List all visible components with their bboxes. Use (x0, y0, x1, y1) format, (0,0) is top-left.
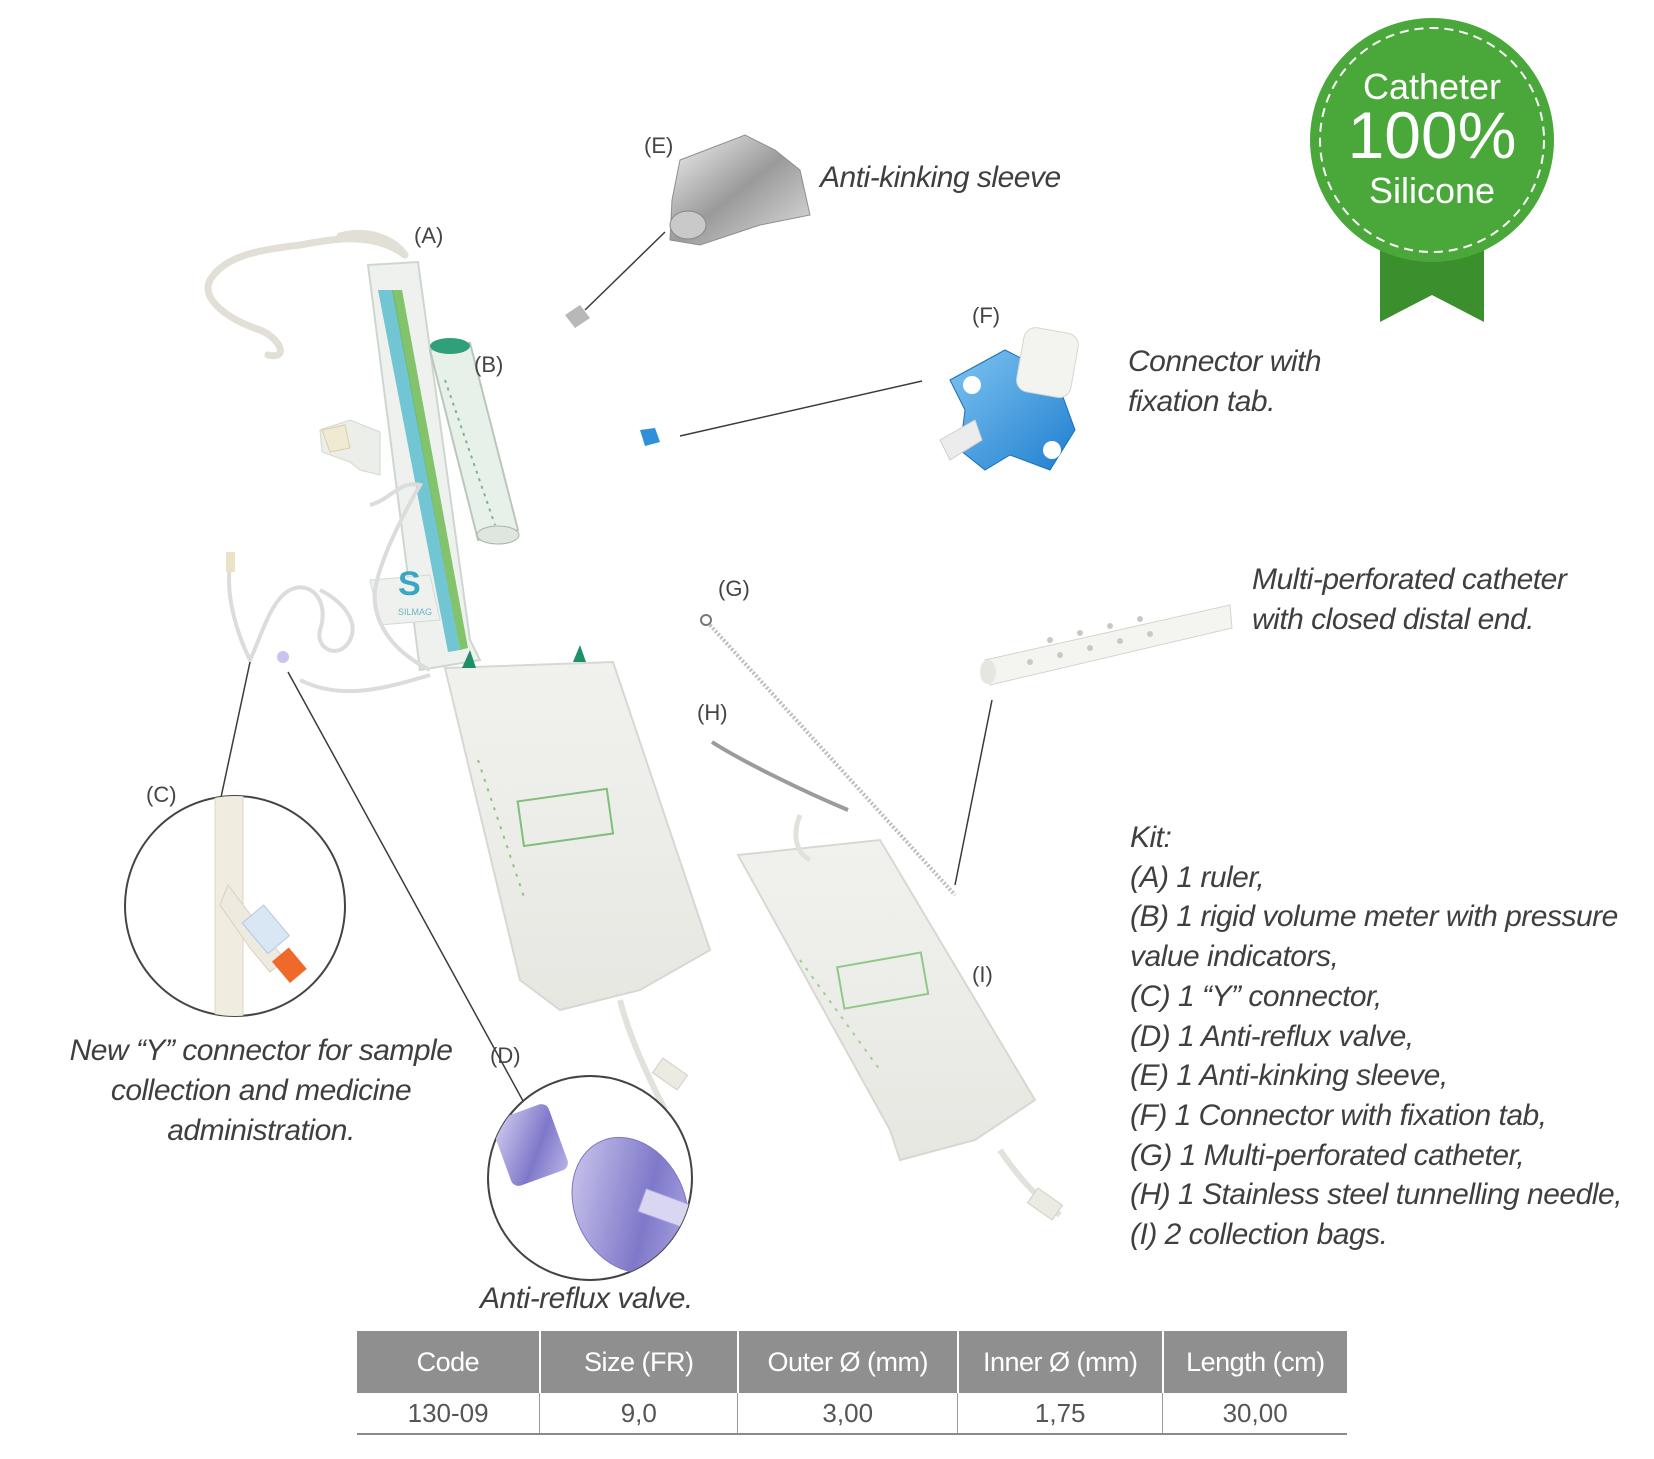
kit-item: (B) 1 rigid volume meter with pressure (1130, 900, 1618, 934)
table-row: 130-09 9,0 3,00 1,75 30,00 (357, 1393, 1347, 1435)
label-i: (I) (972, 962, 993, 987)
badge-line-3: Silicone (1368, 170, 1496, 211)
anti-reflux-valve-closeup (487, 1075, 693, 1281)
kit-item: (A) 1 ruler, (1130, 860, 1265, 894)
cell-inner-diameter: 1,75 (957, 1393, 1164, 1435)
spec-table: Code Size (FR) Outer Ø (mm) Inner Ø (mm)… (357, 1331, 1347, 1435)
cord (204, 229, 409, 360)
caption-y-connector-3: administration. (167, 1114, 355, 1147)
caption-y-connector-1: New “Y” connector for sample (69, 1034, 453, 1067)
kit-list: Kit: (A) 1 ruler, (B) 1 rigid volume met… (1130, 818, 1650, 1255)
badge-line-2: 100% (1347, 98, 1517, 172)
cell-code: 130-09 (357, 1393, 541, 1435)
label-d: (D) (490, 1043, 521, 1068)
label-f: (F) (972, 303, 1001, 328)
anti-kinking-sleeve (565, 134, 811, 328)
kit-item: (C) 1 “Y” connector, (1130, 979, 1382, 1013)
caption-catheter-2: with closed distal end. (1252, 603, 1535, 636)
multi-perforated-catheter (980, 604, 1233, 686)
label-g: (G) (718, 576, 750, 601)
label-b: (B) (474, 352, 504, 377)
kit-item: (I) 2 collection bags. (1130, 1218, 1388, 1252)
caption-catheter-1: Multi-perforated catheter (1252, 563, 1567, 596)
tunnelling-needle (710, 740, 849, 812)
kit-item: (F) 1 Connector with fixation tab, (1130, 1098, 1547, 1132)
label-e: (E) (644, 133, 674, 158)
fixation-connector (640, 327, 1079, 471)
catheter-wire (708, 623, 957, 897)
label-a: (A) (414, 223, 444, 248)
table-header-row: Code Size (FR) Outer Ø (mm) Inner Ø (mm)… (357, 1331, 1347, 1393)
cell-length: 30,00 (1162, 1393, 1347, 1435)
kit-item: value indicators, (1130, 940, 1339, 974)
ruler (319, 260, 482, 672)
kit-title: Kit: (1130, 821, 1172, 854)
kit-item: (H) 1 Stainless steel tunnelling needle, (1130, 1178, 1622, 1212)
header-size: Size (FR) (539, 1331, 739, 1393)
header-code: Code (357, 1331, 541, 1393)
header-outer-diameter: Outer Ø (mm) (737, 1331, 959, 1393)
volume-meter (428, 338, 520, 545)
badge-line-1: Catheter (1362, 66, 1502, 107)
y-connector-closeup (124, 795, 346, 1017)
kit-item: (D) 1 Anti-reflux valve, (1130, 1019, 1414, 1053)
kit-item: (G) 1 Multi-perforated catheter, (1130, 1138, 1525, 1172)
caption-anti-kinking: Anti-kinking sleeve (820, 161, 1061, 194)
cell-outer-diameter: 3,00 (737, 1393, 959, 1435)
kit-item: (E) 1 Anti-kinking sleeve, (1130, 1059, 1448, 1093)
tubing (227, 482, 431, 694)
ruler-logo: S (398, 565, 421, 603)
caption-y-connector-2: collection and medicine (110, 1074, 412, 1107)
ruler-brand: SILMAG (398, 607, 432, 617)
caption-anti-reflux: Anti-reflux valve. (480, 1282, 693, 1315)
caption-connector-2: fixation tab. (1128, 385, 1275, 418)
header-inner-diameter: Inner Ø (mm) (957, 1331, 1164, 1393)
header-length: Length (cm) (1162, 1331, 1347, 1393)
collection-bag-right (736, 814, 1064, 1221)
cell-size: 9,0 (539, 1393, 739, 1435)
silicone-badge (1310, 18, 1554, 322)
collection-bag-left (443, 645, 712, 1112)
label-h: (H) (697, 700, 728, 725)
label-c: (C) (146, 782, 177, 807)
caption-connector-1: Connector with (1128, 345, 1322, 378)
